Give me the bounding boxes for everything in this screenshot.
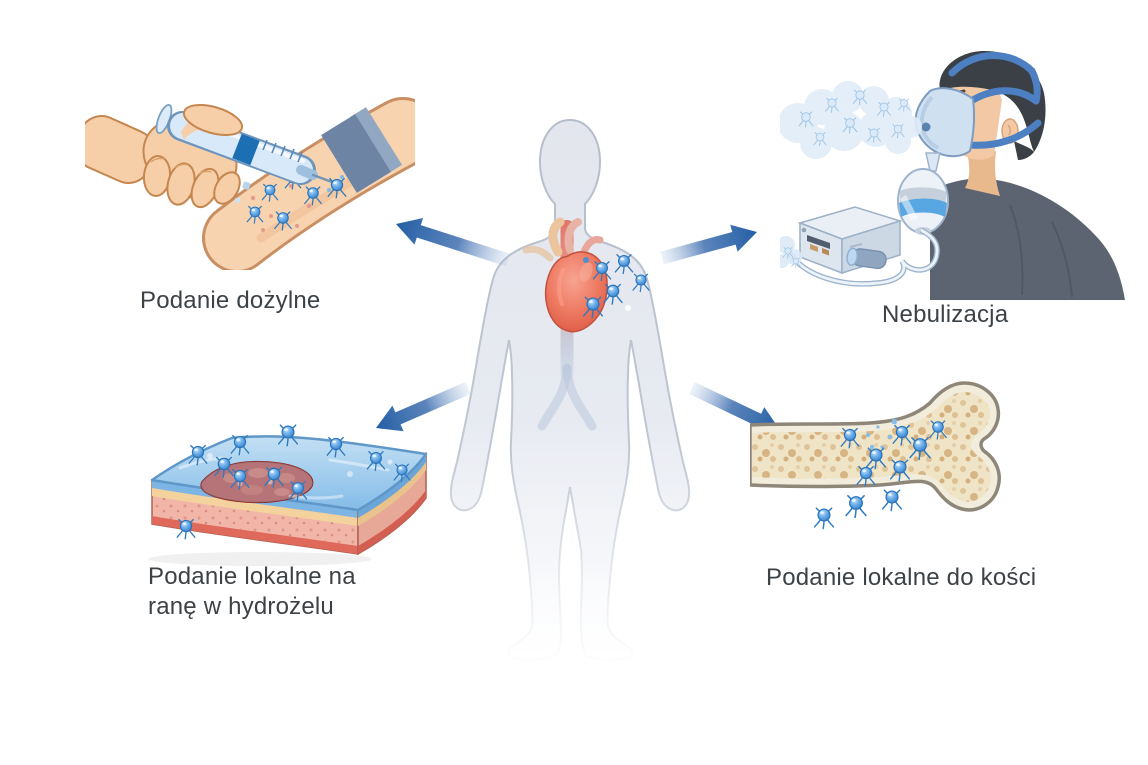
phage-particles	[582, 254, 650, 319]
injection-site-particles	[234, 171, 322, 232]
compressor-machine	[780, 206, 903, 275]
skin-wound-hydrogel-illustration	[148, 424, 428, 566]
bone-cross-section-illustration	[750, 381, 1001, 530]
machine-mist	[780, 236, 802, 268]
tourniquet-band	[321, 107, 403, 193]
nebulizer-mask-illustration	[780, 50, 1125, 300]
nebulizer-mask	[914, 87, 975, 158]
fingers	[142, 155, 241, 209]
syringe-arm-illustration	[85, 97, 415, 270]
heart	[544, 251, 608, 333]
arrow-bottom-right	[689, 382, 780, 433]
slab-shadow	[148, 552, 372, 566]
arrow-top-right	[660, 224, 757, 265]
arrow-bottom-left	[376, 382, 471, 432]
patient-torso	[930, 178, 1125, 300]
arrow-top-left	[396, 218, 510, 267]
label-hydrogel-wound: Podanie lokalne na ranę w hydrożelu	[148, 563, 356, 620]
tube	[785, 227, 940, 287]
human-body-silhouette	[449, 118, 691, 661]
hydrogel-top	[150, 435, 428, 512]
label-bone: Podanie lokalne do kości	[766, 564, 1037, 591]
label-nebulization: Nebulizacja	[882, 301, 1009, 328]
mask-straps	[948, 52, 1042, 149]
label-intravenous: Podanie dożylne	[140, 287, 321, 314]
bone-mist	[866, 418, 898, 450]
machine-handle	[846, 247, 887, 270]
bone	[750, 381, 1001, 512]
graduation-marks	[262, 139, 303, 163]
nebulizer-chamber	[897, 152, 949, 235]
thumb	[181, 104, 244, 140]
